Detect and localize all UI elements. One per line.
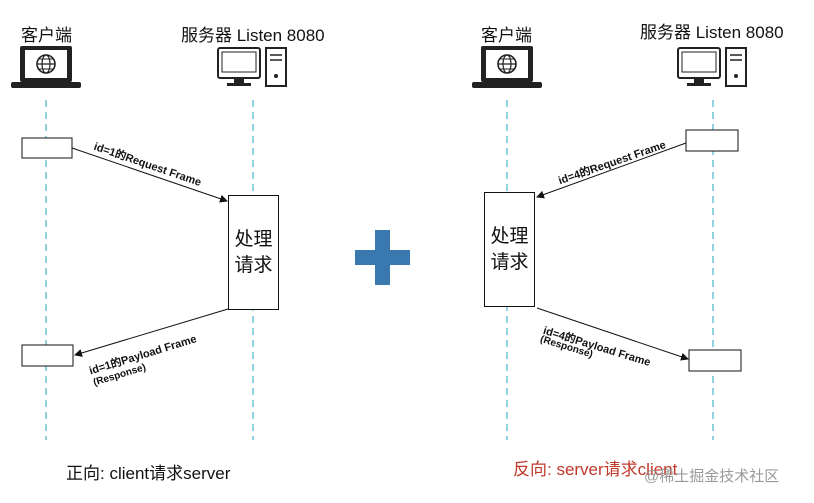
process-text-line1: 处理 — [490, 225, 529, 247]
laptop-globe-icon — [11, 46, 81, 88]
client-request-box — [21, 137, 73, 159]
request-arrow — [536, 142, 687, 199]
client-label: 客户端 — [21, 26, 72, 45]
client-response-box — [21, 344, 74, 367]
process-text-line2: 请求 — [490, 251, 529, 273]
caption-forward: 正向: client请求server — [66, 464, 231, 483]
process-text-line1: 处理 — [234, 228, 273, 250]
server-label: 服务器 Listen 8080 — [640, 23, 784, 42]
process-box: 处理 请求 — [228, 195, 279, 310]
watermark: @稀土掘金技术社区 — [644, 468, 780, 485]
server-request-box — [685, 129, 739, 152]
desktop-tower-icon — [677, 47, 747, 87]
server-label: 服务器 Listen 8080 — [181, 26, 325, 45]
plus-icon — [355, 230, 410, 285]
laptop-globe-icon — [472, 46, 542, 88]
caption-reverse: 反向: server请求client — [513, 460, 678, 479]
desktop-tower-icon — [217, 47, 287, 87]
response-arrow — [536, 307, 689, 361]
request-arrow — [71, 147, 228, 203]
process-box: 处理 请求 — [484, 192, 535, 307]
server-response-box — [688, 349, 742, 372]
process-text-line2: 请求 — [234, 254, 273, 276]
response-arrow — [74, 308, 229, 357]
client-label: 客户端 — [481, 26, 532, 45]
